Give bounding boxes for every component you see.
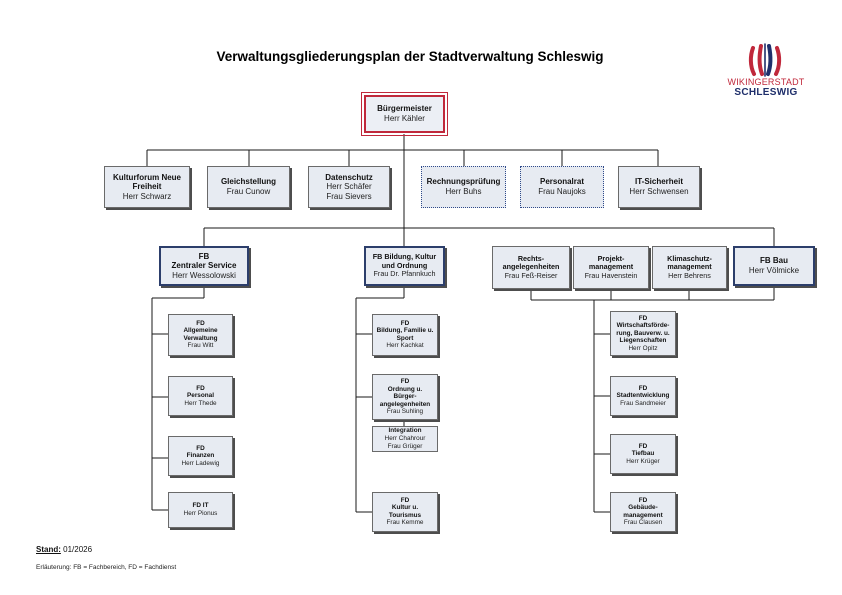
staff-unit-person: Herr Buhs bbox=[445, 186, 482, 196]
fd-name: FD Finanzen bbox=[186, 444, 215, 460]
mayor-title: Bürgermeister bbox=[377, 104, 432, 114]
staff-unit-name: IT-Sicherheit bbox=[634, 177, 683, 187]
staff-unit-person: Frau Naujoks bbox=[538, 186, 586, 196]
fd-name: FD Bildung, Familie u. Sport bbox=[376, 319, 434, 342]
bau-staff-name: Projekt- management bbox=[588, 253, 634, 272]
fd-name: FD Tiefbau bbox=[631, 442, 655, 458]
staff-unit-rechnungspruefung: Rechnungsprüfung Herr Buhs bbox=[421, 166, 506, 208]
integration-name: Integration bbox=[388, 427, 422, 435]
department-head: Herr Völmicke bbox=[748, 265, 800, 275]
stand-footer: Stand: 01/2026 bbox=[36, 545, 92, 554]
staff-unit-person: Herr Schwarz bbox=[122, 191, 172, 201]
department-head: Frau Dr. Pfannkuch bbox=[373, 269, 436, 279]
bau-staff-klimaschutzmanagement: Klimaschutz- management Herr Behrens bbox=[652, 246, 727, 289]
staff-unit-kulturforum: Kulturforum Neue Freiheit Herr Schwarz bbox=[104, 166, 190, 208]
bau-staff-person: Herr Behrens bbox=[668, 270, 711, 280]
fd-allgemeine-verwaltung: FD Allgemeine Verwaltung Frau Witt bbox=[168, 314, 233, 356]
fd-kultur-tourismus: FD Kultur u. Tourismus Frau Kemme bbox=[372, 492, 438, 532]
department-name: FB Bildung, Kultur und Ordnung bbox=[372, 252, 437, 270]
abbreviation-note: Erläuterung: FB = Fachbereich, FD = Fach… bbox=[36, 564, 177, 571]
fd-name: FD Ordnung u. Bürger- angelegenheiten bbox=[379, 378, 431, 408]
logo-line2: SCHLESWIG bbox=[734, 87, 798, 98]
department-bildung-kultur-ordnung: FB Bildung, Kultur und Ordnung Frau Dr. … bbox=[364, 246, 445, 286]
fd-head: Frau Suhling bbox=[386, 408, 424, 416]
fd-name: FD Kultur u. Tourismus bbox=[388, 496, 422, 519]
fd-bildung-familie-sport: FD Bildung, Familie u. Sport Herr Kachka… bbox=[372, 314, 438, 356]
integration-person: Herr Chahrour Frau Grüger bbox=[384, 435, 426, 450]
department-zentraler-service: FB Zentraler Service Herr Wessolowski bbox=[159, 246, 249, 286]
staff-unit-name: Personalrat bbox=[539, 177, 585, 187]
staff-unit-person: Herr Schäfer Frau Sievers bbox=[326, 182, 372, 201]
fd-name: FD IT bbox=[192, 502, 209, 510]
fd-personal: FD Personal Herr Thede bbox=[168, 376, 233, 416]
fd-name: FD Personal bbox=[187, 384, 214, 400]
fd-name: FD Wirtschaftsförde- rung, Bauverw. u. L… bbox=[616, 314, 670, 345]
stand-label: Stand: bbox=[36, 545, 61, 554]
fd-name: FD Allgemeine Verwaltung bbox=[183, 319, 218, 342]
fd-finanzen: FD Finanzen Herr Ladewig bbox=[168, 436, 233, 476]
department-head: Herr Wessolowski bbox=[172, 270, 236, 280]
bau-staff-person: Frau Havenstein bbox=[584, 270, 638, 280]
department-bau: FB Bau Herr Völmicke bbox=[733, 246, 815, 286]
page-title: Verwaltungsgliederungsplan der Stadtverw… bbox=[216, 49, 604, 64]
fd-it: FD IT Herr Pionus bbox=[168, 492, 233, 528]
fd-name: FD Gebäude- management bbox=[623, 496, 663, 519]
fd-head: Herr Opitz bbox=[628, 344, 658, 352]
fd-ordnung-buergerangelegenheiten: FD Ordnung u. Bürger- angelegenheiten Fr… bbox=[372, 374, 438, 420]
stand-value: 01/2026 bbox=[63, 545, 93, 554]
staff-unit-person: Frau Cunow bbox=[226, 186, 271, 196]
fd-head: Herr Kachkat bbox=[386, 342, 424, 350]
fd-head: Herr Ladewig bbox=[181, 459, 220, 467]
department-name: FB Zentraler Service bbox=[171, 251, 237, 271]
fd-gebaeudemanagement: FD Gebäude- management Frau Clausen bbox=[610, 492, 676, 532]
bau-staff-name: Rechts- angelegenheiten bbox=[502, 253, 560, 272]
bau-staff-person: Frau Feß-Reiser bbox=[504, 270, 558, 280]
mayor-person: Herr Kähler bbox=[384, 113, 425, 123]
fd-wirtschaftsfoerderung: FD Wirtschaftsförde- rung, Bauverw. u. L… bbox=[610, 311, 676, 356]
staff-unit-name: Kulturforum Neue Freiheit bbox=[113, 172, 181, 192]
bau-staff-name: Klimaschutz- management bbox=[667, 253, 712, 272]
fd-tiefbau: FD Tiefbau Herr Krüger bbox=[610, 434, 676, 474]
fd-head: Frau Clausen bbox=[623, 519, 663, 527]
fd-head: Herr Pionus bbox=[183, 509, 218, 517]
mayor-box: Bürgermeister Herr Kähler bbox=[361, 92, 448, 136]
logo-line1: WIKINGERSTADT bbox=[727, 77, 805, 87]
bau-staff-projektmanagement: Projekt- management Frau Havenstein bbox=[573, 246, 649, 289]
fd-head: Frau Sandmeier bbox=[620, 399, 666, 407]
fd-head: Herr Thede bbox=[184, 399, 217, 407]
fd-name: FD Stadtentwicklung bbox=[616, 384, 670, 400]
staff-unit-name: Gleichstellung bbox=[220, 177, 277, 187]
fd-stadtentwicklung: FD Stadtentwicklung Frau Sandmeier bbox=[610, 376, 676, 416]
staff-unit-personalrat: Personalrat Frau Naujoks bbox=[520, 166, 604, 208]
fd-head: Frau Witt bbox=[187, 342, 214, 350]
staff-unit-datenschutz: Datenschutz Herr Schäfer Frau Sievers bbox=[308, 166, 390, 208]
staff-unit-name: Datenschutz bbox=[325, 172, 373, 182]
fd-head: Frau Kemme bbox=[386, 519, 424, 527]
bau-staff-rechtsangelegenheiten: Rechts- angelegenheiten Frau Feß-Reiser bbox=[492, 246, 570, 289]
staff-unit-person: Herr Schwensen bbox=[629, 186, 689, 196]
staff-unit-gleichstellung: Gleichstellung Frau Cunow bbox=[207, 166, 290, 208]
city-logo-icon bbox=[748, 43, 782, 77]
staff-unit-name: Rechnungsprüfung bbox=[426, 177, 501, 187]
fd-head: Herr Krüger bbox=[626, 457, 660, 465]
integration-box: Integration Herr Chahrour Frau Grüger bbox=[372, 426, 438, 452]
staff-unit-it-sicherheit: IT-Sicherheit Herr Schwensen bbox=[618, 166, 700, 208]
department-name: FB Bau bbox=[760, 256, 788, 266]
